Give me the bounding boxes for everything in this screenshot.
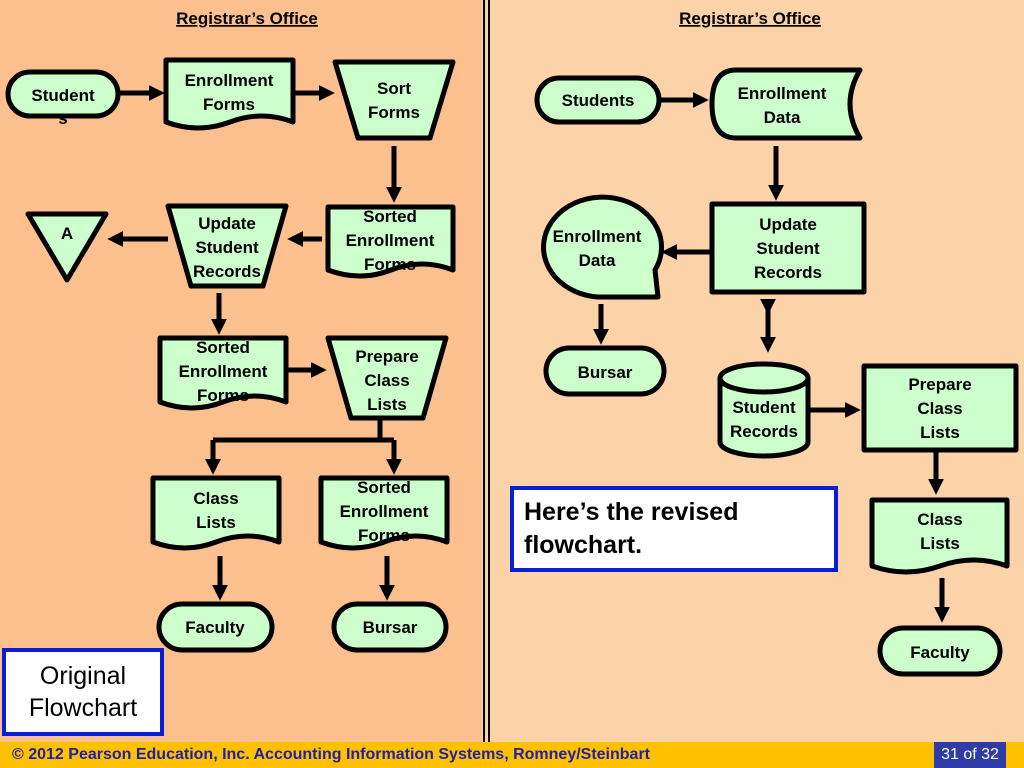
students-terminal: Students [534,75,662,125]
sorted-forms-label: Enrollment [179,362,268,381]
enrollment-forms-label: Enrollment [185,71,274,90]
class-lists-label: Lists [920,534,960,553]
faculty-label: Faculty [185,618,245,637]
enrollment-data-storage: Enrollment Data [709,67,863,141]
sorted-forms-label: Sorted [357,478,411,497]
faculty-terminal: Faculty [877,625,1003,677]
flow-branch-line [210,418,397,464]
callout-line: Original [39,662,127,690]
connector-label: A [61,224,73,243]
enrollment-forms-label: Forms [203,95,255,114]
class-lists-document: Class Lists [869,497,1010,575]
prepare-lists-label: Prepare [355,347,418,366]
sort-forms-manual-operation: Sort Forms [332,59,456,141]
update-records-label: Records [193,262,261,281]
sorted-forms-label: Sorted [196,338,250,357]
sorted-enrollment-forms-document: Sorted Enrollment Forms [318,475,450,551]
panel-divider [483,0,490,742]
bursar-label: Bursar [578,363,633,382]
update-records-label: Student [195,238,259,257]
enrollment-data-label: Data [764,108,801,127]
bursar-terminal: Bursar [543,345,667,397]
students-label: Student [31,86,95,105]
callout-line: Here’s the revised [524,498,739,526]
left-column-title: Registrar’s Office [176,9,318,28]
sorted-forms-label: Sorted [363,207,417,226]
sorted-forms-label: Enrollment [346,231,435,250]
off-page-connector-a: A [25,211,109,283]
update-records-label: Update [198,214,256,233]
update-records-label: Student [756,239,820,258]
enrollment-data-tape: Enrollment Data [541,194,664,300]
flowchart-diagram: Registrar’s Office Student s Enrollment … [5,0,1019,742]
bursar-label: Bursar [363,618,418,637]
page-number: 31 of 32 [934,742,1006,768]
enrollment-data-label: Enrollment [553,227,642,246]
enrollment-data-label: Data [579,251,616,270]
students-label-wrap: s [58,109,67,128]
sorted-enrollment-forms-document: Sorted Enrollment Forms [325,204,456,279]
sorted-enrollment-forms-document: Sorted Enrollment Forms [157,335,289,411]
original-flowchart-callout: Original Flowchart [2,648,164,736]
class-lists-document: Class Lists [150,475,282,551]
right-column-title: Registrar’s Office [679,9,821,28]
class-lists-label: Class [917,510,962,529]
footer-copyright: © 2012 Pearson Education, Inc. Accountin… [12,746,650,763]
class-lists-label: Class [193,489,238,508]
prepare-lists-label: Class [917,399,962,418]
sorted-forms-label: Forms [364,255,416,274]
faculty-label: Faculty [910,643,970,662]
prepare-lists-label: Class [364,371,409,390]
class-lists-label: Lists [196,513,236,532]
slide-footer: © 2012 Pearson Education, Inc. Accountin… [0,742,1024,768]
prepare-lists-label: Prepare [908,375,971,394]
prepare-class-lists-manual-operation: Prepare Class Lists [325,335,449,421]
update-student-records-manual-operation: Update Student Records [165,203,289,289]
student-records-label: Records [730,422,798,441]
update-records-label: Records [754,263,822,282]
faculty-terminal: Faculty [156,601,275,653]
update-student-records-process: Update Student Records [709,201,867,295]
callout-line: flowchart. [524,531,643,559]
callout-line: Flowchart [28,694,138,722]
enrollment-forms-document: Enrollment Forms [163,57,296,131]
students-terminal: Student s [5,69,121,128]
prepare-class-lists-process: Prepare Class Lists [861,363,1019,453]
prepare-lists-label: Lists [920,423,960,442]
student-records-label: Student [732,398,796,417]
sort-forms-label: Sort [377,79,411,98]
sorted-forms-label: Forms [358,526,410,545]
sorted-forms-label: Forms [197,386,249,405]
bursar-terminal: Bursar [331,601,449,653]
students-label: Students [562,91,635,110]
sort-forms-label: Forms [368,103,420,122]
revised-flowchart-callout: Here’s the revised flowchart. [510,486,838,572]
sorted-forms-label: Enrollment [340,502,429,521]
prepare-lists-label: Lists [367,395,407,414]
update-records-label: Update [759,215,817,234]
student-records-disk: Student Records [717,361,811,459]
enrollment-data-label: Enrollment [738,84,827,103]
